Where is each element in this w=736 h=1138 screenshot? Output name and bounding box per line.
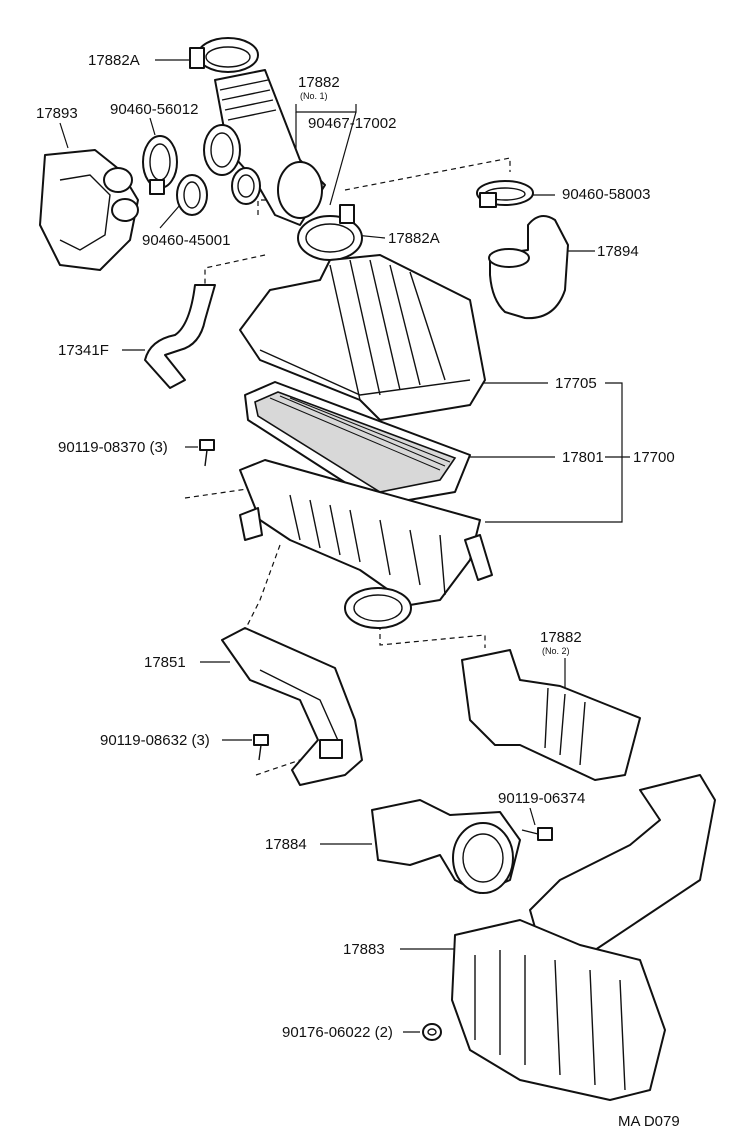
label-17884: 17884 [265, 836, 307, 853]
label-17882A-top: 17882A [88, 52, 140, 69]
label-17894: 17894 [597, 243, 639, 260]
inlet-duct-17884 [371, 799, 521, 894]
label-90176-06022: 90176-06022 (2) [282, 1024, 393, 1041]
label-17883: 17883 [343, 941, 385, 958]
hose-clamp-17882A-mid [297, 204, 363, 261]
label-90460-56012: 90460-56012 [110, 101, 198, 118]
label-90119-06374: 90119-06374 [498, 790, 585, 807]
bolt-90119-08632 [253, 734, 269, 761]
air-cleaner-cap-17705 [239, 254, 486, 421]
label-90460-58003: 90460-58003 [562, 186, 650, 203]
diagram-code: MA D079 [618, 1113, 680, 1130]
label-90460-45001: 90460-45001 [142, 232, 230, 249]
label-90119-08370: 90119-08370 (3) [58, 439, 168, 456]
hose-clamp-90460-58003 [476, 180, 534, 208]
label-17705: 17705 [555, 375, 597, 392]
intake-hose-17882-no1 [203, 69, 326, 226]
label-17700: 17700 [633, 449, 675, 466]
hose-clamp-17882A-top [189, 37, 259, 73]
label-17882-no1: 17882 [298, 74, 340, 91]
bracket-17851 [221, 627, 363, 786]
air-cleaner-case-17700 [239, 459, 493, 629]
bolt-90119-06374 [521, 827, 553, 841]
label-17893: 17893 [36, 105, 78, 122]
intake-hose-17882-no2 [461, 649, 641, 781]
intake-case-17883 [451, 774, 716, 1101]
label-no2: (No. 2) [542, 646, 570, 656]
label-no1: (No. 1) [300, 91, 328, 101]
leader-lines [59, 59, 630, 1033]
label-90119-08632: 90119-08632 (3) [100, 732, 210, 749]
bolt-90119-08370 [199, 439, 215, 467]
label-17851: 17851 [144, 654, 186, 671]
label-17801: 17801 [562, 449, 604, 466]
hose-clamp-90460-45001 [176, 174, 208, 216]
hose-17341F [144, 284, 216, 389]
hose-17894 [488, 215, 569, 320]
air-filter-element-17801 [244, 381, 471, 506]
nut-90176-06022 [422, 1023, 442, 1041]
resonator-17893 [39, 149, 139, 271]
label-17882A-mid: 17882A [388, 230, 440, 247]
label-17882-no2: 17882 [540, 629, 582, 646]
label-17341F: 17341F [58, 342, 109, 359]
hose-clamp-90460-56012 [142, 135, 178, 195]
